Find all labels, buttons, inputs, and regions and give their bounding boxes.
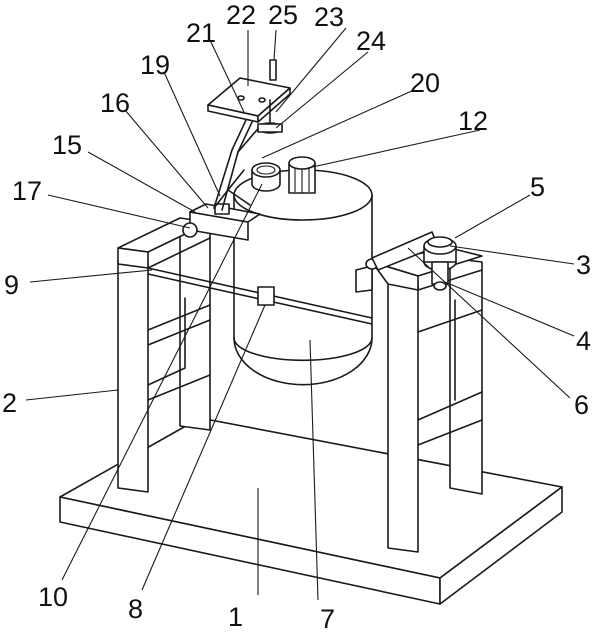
label-20: 20	[410, 68, 440, 98]
label-3: 3	[576, 250, 591, 280]
label-25: 25	[268, 0, 298, 30]
label-8: 8	[128, 594, 143, 624]
label-1: 1	[228, 602, 243, 632]
top-plate	[207, 59, 291, 134]
label-24: 24	[356, 26, 386, 56]
rotating-shaft	[147, 267, 373, 325]
leader-lines	[25, 27, 575, 601]
right-frame	[371, 247, 483, 553]
label-19: 19	[140, 50, 170, 80]
label-4: 4	[576, 326, 591, 356]
label-10: 10	[38, 582, 68, 612]
label-16: 16	[100, 88, 130, 118]
label-7: 7	[320, 604, 335, 634]
motor-top	[288, 156, 316, 194]
label-21: 21	[186, 18, 216, 48]
mixing-tank	[233, 169, 373, 386]
label-9: 9	[4, 270, 19, 300]
label-17: 17	[12, 176, 42, 206]
feed-inlet	[251, 162, 281, 192]
label-12: 12	[458, 106, 488, 136]
label-22: 22	[226, 0, 256, 30]
motor-right	[423, 236, 457, 291]
callout-labels: 1 2 3 4 5 6 7 8 9 10 12 15 16 17 19 20 2…	[2, 0, 591, 634]
base-plate	[59, 417, 563, 605]
label-2: 2	[2, 388, 17, 418]
label-6: 6	[574, 390, 589, 420]
label-5: 5	[530, 172, 545, 202]
label-23: 23	[314, 2, 344, 32]
label-15: 15	[52, 130, 82, 160]
left-frame	[117, 217, 211, 493]
